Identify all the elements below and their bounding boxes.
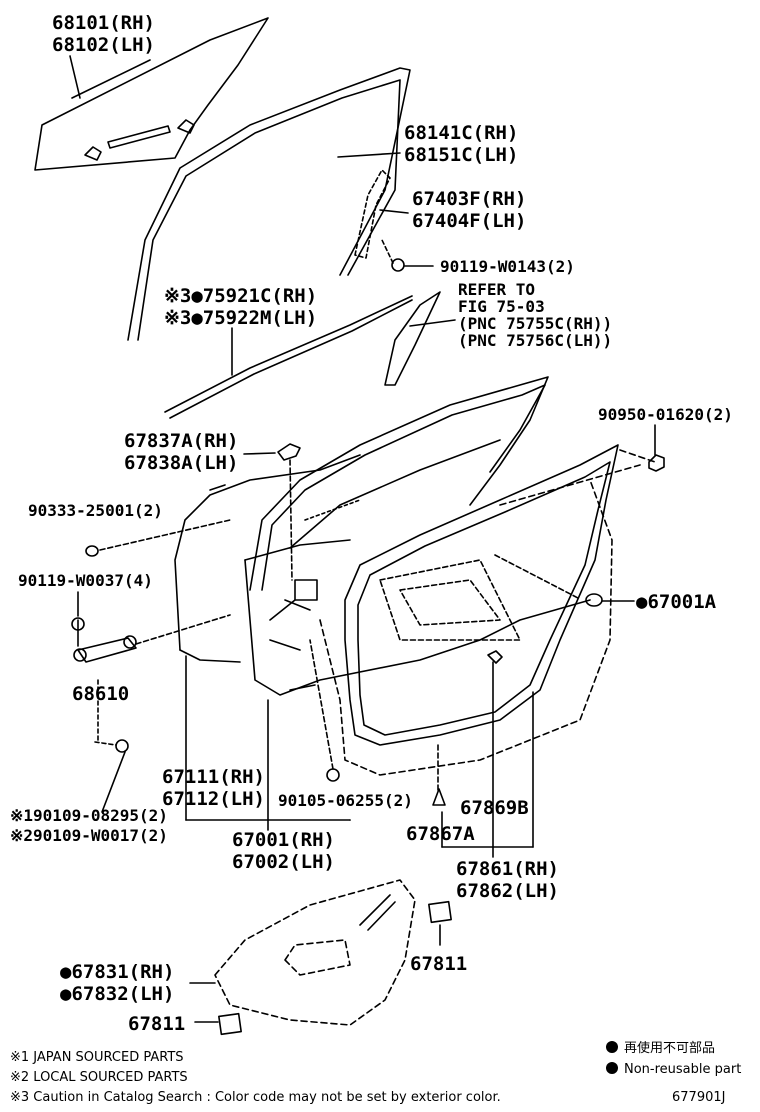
legend-jp-text: 再使用不可部品 [624, 1041, 716, 1056]
door-weatherstrip [344, 444, 619, 746]
plug-90333 [85, 545, 99, 557]
hole-cover-67001a [585, 593, 603, 607]
label-door-rh: 67001(RH) [232, 829, 335, 851]
label-plug-90950: 90950-01620(2) [598, 405, 733, 424]
legend-dot-icon [606, 1062, 618, 1074]
belt-molding [164, 295, 413, 419]
label-molding-lh: ※3●75922M(LH) [164, 307, 318, 329]
legend-jp: 再使用不可部品 [606, 1040, 715, 1057]
clip-67837a [277, 443, 301, 461]
label-hole-cover-67001a: ●67001A [636, 591, 717, 613]
label-seal-rh: 67403F(RH) [412, 188, 527, 210]
legend-en-text: Non-reusable part [624, 1062, 742, 1077]
label-clip-lh: 67838A(LH) [124, 452, 239, 474]
clip-67869b [487, 650, 503, 664]
label-molding-rh: ※3●75921C(RH) [164, 285, 318, 307]
label-tape-67811-b: 67811 [128, 1013, 186, 1035]
tape-67811-a [428, 900, 452, 924]
note-local-sourced: ※2 LOCAL SOURCED PARTS [10, 1070, 188, 1085]
label-cover-lh: ●67832(LH) [60, 983, 175, 1005]
label-clip-rh: 67837A(RH) [124, 430, 239, 452]
label-refer-3: (PNC 75755C(RH)) [458, 314, 613, 333]
label-cover-rh: ●67831(RH) [60, 961, 175, 983]
door-frame-outer [249, 376, 549, 591]
legend-dot-icon [606, 1041, 618, 1053]
glass-run-channel [127, 67, 411, 341]
door-shell [174, 454, 591, 696]
label-door-lh: 67002(LH) [232, 851, 335, 873]
note-japan-sourced: ※1 JAPAN SOURCED PARTS [10, 1050, 184, 1065]
label-panel-rh: 67111(RH) [162, 766, 265, 788]
door-check [71, 614, 231, 663]
screw-90105 [326, 768, 340, 782]
label-hinge-bolt-2: ※290109-W0017(2) [10, 826, 168, 845]
inner-panel [319, 449, 656, 776]
plug-90950 [648, 454, 665, 472]
figure-id: 677901J [672, 1090, 726, 1105]
label-bolt-90119-w0143: 90119-W0143(2) [440, 257, 575, 276]
legend-en: Non-reusable part [606, 1061, 741, 1078]
label-clip-67869b: 67869B [460, 797, 529, 819]
label-run-rh: 68141C(RH) [404, 122, 519, 144]
label-tape-67811-a: 67811 [410, 953, 468, 975]
label-screw-90105: 90105-06255(2) [278, 791, 413, 810]
label-wstrip-rh: 67861(RH) [456, 858, 559, 880]
label-panel-lh: 67112(LH) [162, 788, 265, 810]
label-refer-2: FIG 75-03 [458, 297, 545, 316]
label-run-lh: 68151C(LH) [404, 144, 519, 166]
label-seal-lh: 67404F(LH) [412, 210, 527, 232]
window-run-seal [354, 169, 405, 272]
window-regulator [379, 554, 579, 641]
label-plug-90333: 90333-25001(2) [28, 501, 163, 520]
label-refer-4: (PNC 75756C(LH)) [458, 331, 613, 350]
corner-garnish [384, 291, 441, 386]
tape-67811-b [218, 1012, 242, 1036]
label-wstrip-lh: 67862(LH) [456, 880, 559, 902]
door-glass [34, 17, 269, 171]
hinge-bolt [94, 679, 129, 813]
clip-67867a [432, 788, 446, 806]
label-clip-67867a: 67867A [406, 823, 475, 845]
label-hinge-bolt-1: ※190109-08295(2) [10, 806, 168, 825]
label-glass-lh: 68102(LH) [52, 34, 155, 56]
label-refer-1: REFER TO [458, 280, 536, 299]
label-glass-rh: 68101(RH) [52, 12, 155, 34]
note-catalog-caution: ※3 Caution in Catalog Search : Color cod… [10, 1090, 501, 1105]
label-check-68610: 68610 [72, 683, 130, 705]
service-hole-cover [214, 879, 416, 1026]
label-bolt-90119-w0037: 90119-W0037(4) [18, 571, 153, 590]
